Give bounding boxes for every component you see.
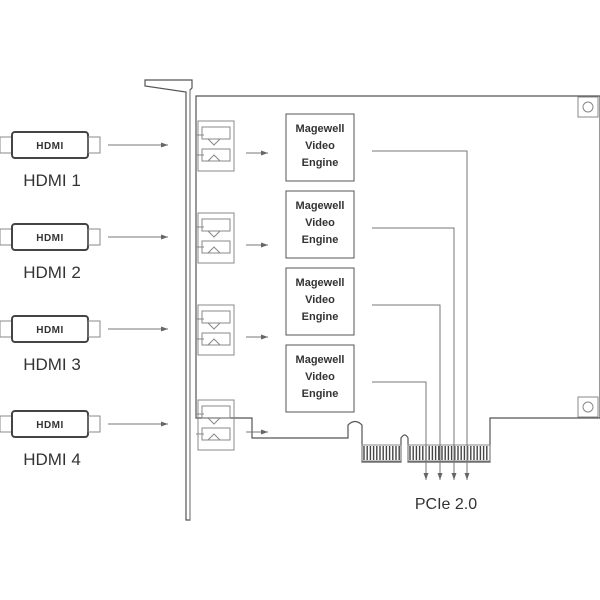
- engine-to-pcie-trace: [372, 381, 429, 480]
- engine-label-line: Magewell: [296, 277, 345, 289]
- engine-label-line: Video: [305, 371, 335, 383]
- hdmi-cable-1: HDMI HDMI 1: [0, 131, 168, 190]
- mounting-bracket: [144, 79, 193, 521]
- engine-label-line: Engine: [302, 388, 339, 400]
- engine-label-line: Video: [305, 140, 335, 152]
- engine-label-line: Magewell: [296, 123, 345, 135]
- hdmi-logo-text: HDMI: [36, 420, 64, 431]
- engine-to-pcie-trace: [372, 227, 457, 480]
- hdmi-cables: HDMI HDMI 1 HDMI HDMI 2 HDMI HDMI 3 HDMI HDMI 4: [0, 131, 168, 469]
- mounting-hole: [582, 401, 594, 413]
- engine-label-line: Engine: [302, 157, 339, 169]
- engine-to-pcie-trace: [372, 304, 443, 480]
- input-label: HDMI 3: [23, 355, 81, 374]
- hdmi-port-1: [196, 120, 268, 172]
- input-label: HDMI 1: [23, 171, 81, 190]
- engine-label-line: Video: [305, 217, 335, 229]
- engine-to-pcie-trace: [372, 150, 470, 480]
- pcie-traces: [372, 150, 470, 480]
- hdmi-logo-text: HDMI: [36, 325, 64, 336]
- pcie-edge-connector: [361, 444, 491, 462]
- hdmi-logo-text: HDMI: [36, 141, 64, 152]
- engine-label-line: Magewell: [296, 354, 345, 366]
- hdmi-cable-3: HDMI HDMI 3: [0, 315, 168, 374]
- hdmi-ports: [196, 120, 268, 451]
- hdmi-port-4: [196, 399, 268, 451]
- hdmi-port-2: [196, 212, 268, 264]
- hdmi-cable-4: HDMI HDMI 4: [0, 410, 168, 469]
- engine-label-line: Video: [305, 294, 335, 306]
- engine-label-line: Engine: [302, 234, 339, 246]
- engine-label-line: Magewell: [296, 200, 345, 212]
- pcie-label: PCIe 2.0: [415, 496, 477, 513]
- hdmi-cable-2: HDMI HDMI 2: [0, 223, 168, 282]
- hdmi-port-3: [196, 304, 268, 356]
- hdmi-logo-text: HDMI: [36, 233, 64, 244]
- mounting-hole: [582, 101, 594, 113]
- engine-label-line: Engine: [302, 311, 339, 323]
- video-engines: MagewellVideoEngineMagewellVideoEngineMa…: [285, 113, 355, 413]
- input-label: HDMI 4: [23, 450, 81, 469]
- input-label: HDMI 2: [23, 263, 81, 282]
